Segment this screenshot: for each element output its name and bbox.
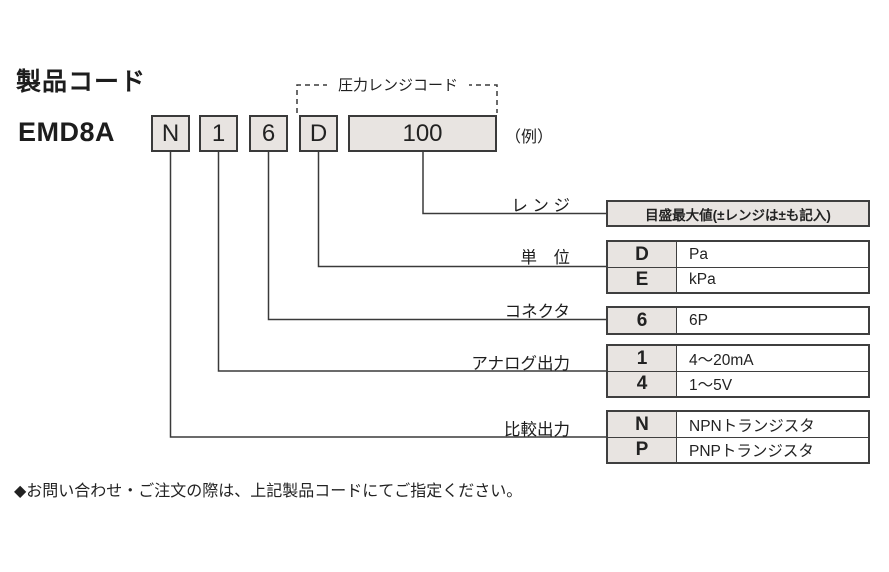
table-row: P PNPトランジスタ xyxy=(608,437,868,462)
code-segment-analog-output: 1 xyxy=(199,115,238,152)
table-row: 1 4〜20mA xyxy=(608,346,868,371)
example-label: （例） xyxy=(505,129,554,146)
comparison-output-table: N NPNトランジスタ P PNPトランジスタ xyxy=(606,410,870,464)
code-cell: E xyxy=(608,268,677,292)
range-max-value-note: 目盛最大値(±レンジは±も記入) xyxy=(606,200,870,227)
code-cell: N xyxy=(608,412,677,437)
desc-cell: PNPトランジスタ xyxy=(689,443,814,460)
connector-table: 6 6P xyxy=(606,306,870,335)
desc-cell: kPa xyxy=(689,271,716,288)
product-code-prefix: EMD8A xyxy=(18,117,116,147)
page-title: 製品コード xyxy=(16,68,147,96)
code-cell: 1 xyxy=(608,346,677,371)
branch-label-unit: 単 位 xyxy=(520,249,571,267)
branch-label-connector: コネクタ xyxy=(504,303,570,321)
desc-cell: 1〜5V xyxy=(689,377,733,394)
analog-output-table: 1 4〜20mA 4 1〜5V xyxy=(606,344,870,398)
footer-note: ◆お問い合わせ・ご注文の際は、上記製品コードにてご指定ください。 xyxy=(14,483,523,500)
code-cell: 6 xyxy=(608,308,677,333)
branch-label-range: レ ン ジ xyxy=(511,197,570,215)
desc-cell: 4〜20mA xyxy=(689,351,754,369)
desc-cell: NPNトランジスタ xyxy=(689,417,815,435)
code-cell: P xyxy=(608,438,677,462)
code-segment-comparison-output: N xyxy=(151,115,190,152)
table-row: D Pa xyxy=(608,242,868,267)
table-row: 4 1〜5V xyxy=(608,371,868,396)
unit-table: D Pa E kPa xyxy=(606,240,870,294)
pressure-range-code-label: 圧力レンジコード xyxy=(327,74,469,95)
table-row: N NPNトランジスタ xyxy=(608,412,868,437)
code-cell: 4 xyxy=(608,372,677,396)
code-segment-range: 100 xyxy=(348,115,497,152)
code-cell: D xyxy=(608,242,677,267)
table-row: E kPa xyxy=(608,267,868,292)
desc-cell: 6P xyxy=(689,311,708,329)
branch-label-comparison-output: 比較出力 xyxy=(504,421,570,439)
code-segment-connector: 6 xyxy=(249,115,288,152)
branch-label-analog-output: アナログ出力 xyxy=(471,355,570,373)
code-segment-unit: D xyxy=(299,115,338,152)
desc-cell: Pa xyxy=(689,245,708,263)
table-row: 6 6P xyxy=(608,308,868,333)
